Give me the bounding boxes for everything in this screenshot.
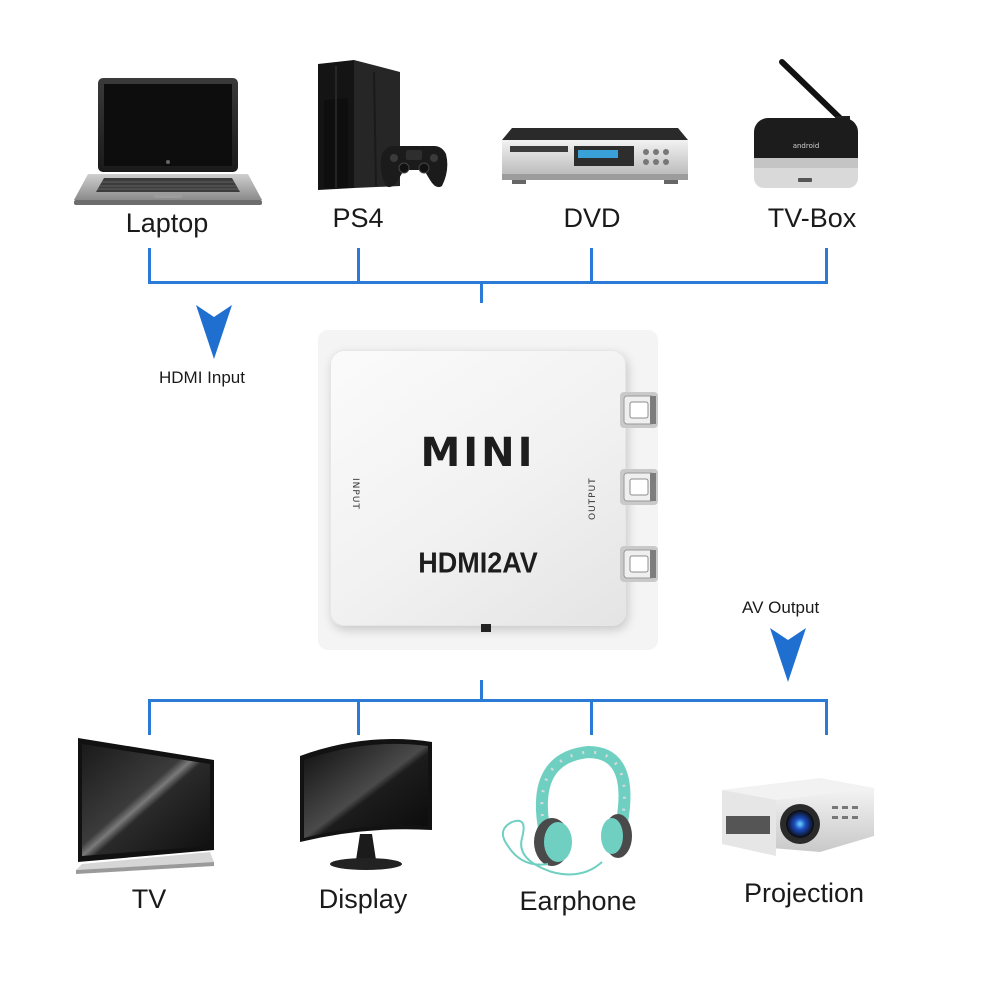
av-output-label: AV Output (742, 598, 820, 617)
bottom-drop-projection (825, 699, 828, 735)
usb-port-icon (480, 624, 492, 634)
source-label-tv-box: TV-Box (767, 203, 857, 233)
bottom-drop-earphone (590, 699, 593, 735)
source-label-ps4: PS4 (332, 203, 384, 233)
source-label-dvd: DVD (563, 203, 621, 233)
dvd-player-icon (502, 126, 688, 184)
curved-display-icon (298, 738, 434, 878)
ps4-console-icon (314, 60, 450, 194)
converter-brand: MINI (420, 430, 536, 476)
rca-jack-icon (620, 467, 658, 507)
output-label-projection: Projection (743, 878, 865, 908)
tv-box-icon: android (752, 58, 862, 194)
top-drop-dvd (590, 248, 593, 283)
hdmi-input-label: HDMI Input (159, 368, 245, 387)
headphones-icon (492, 738, 642, 880)
svg-text:android: android (793, 142, 820, 150)
source-label-laptop: Laptop (125, 208, 209, 238)
output-arrow-icon (770, 628, 806, 687)
tv-icon (72, 738, 220, 880)
input-arrow-icon (196, 305, 232, 364)
input-port-label: INPUT (350, 478, 360, 510)
top-bus-line (148, 281, 828, 284)
converter-model: HDMI2AV (418, 547, 538, 579)
rca-jack-icon (620, 390, 658, 430)
output-label-earphone: Earphone (519, 886, 637, 916)
output-label-tv: TV (131, 884, 167, 914)
projector-icon (720, 776, 876, 860)
bottom-drop-tv (148, 699, 151, 735)
top-drop-ps4 (357, 248, 360, 283)
top-drop-laptop (148, 248, 151, 283)
hdmi2av-converter: MINI HDMI2AV INPUT OUTPUT (330, 350, 626, 626)
rca-jack-icon (620, 544, 658, 584)
bottom-bus-line (148, 699, 828, 702)
output-port-label: OUTPUT (588, 477, 598, 520)
laptop-icon (74, 76, 262, 206)
bottom-center-stem (480, 680, 483, 701)
bottom-drop-display (357, 699, 360, 735)
top-drop-tvbox (825, 248, 828, 283)
output-label-display: Display (318, 884, 408, 914)
top-center-stem (480, 281, 483, 303)
